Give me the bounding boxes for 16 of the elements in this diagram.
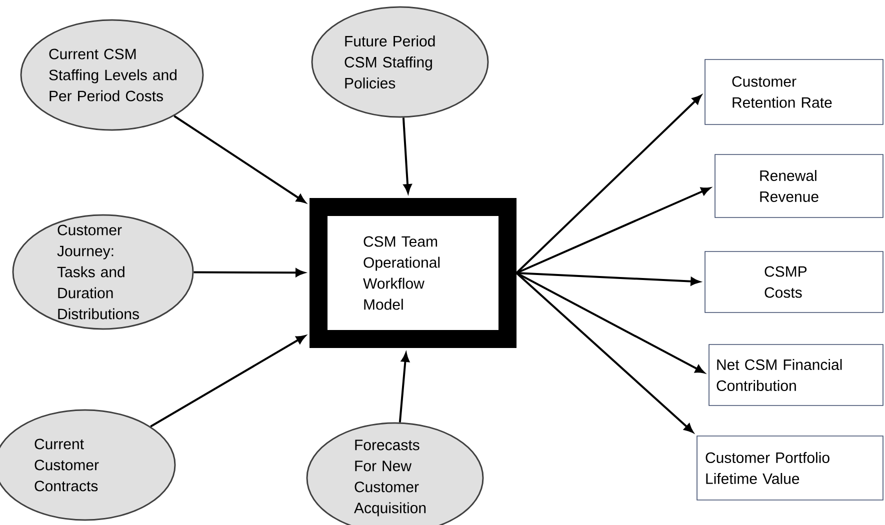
arrow [516,272,700,286]
model-box: CSM Team Operational Workflow Model [310,198,516,348]
output-box: Renewal Revenue [714,154,884,218]
arrow [516,187,710,274]
arrow [150,335,306,428]
arrow [516,272,694,433]
output-box: Customer Retention Rate [704,59,884,125]
arrow [516,94,702,274]
arrow [402,118,412,194]
output-box: Customer Portfolio Lifetime Value [696,436,884,500]
arrow [516,272,705,374]
arrow [174,115,306,203]
output-box: Net CSM Financial Contribution [708,344,884,406]
output-box: CSMP Costs [704,251,884,313]
arrow [194,268,305,277]
arrow [398,352,410,422]
